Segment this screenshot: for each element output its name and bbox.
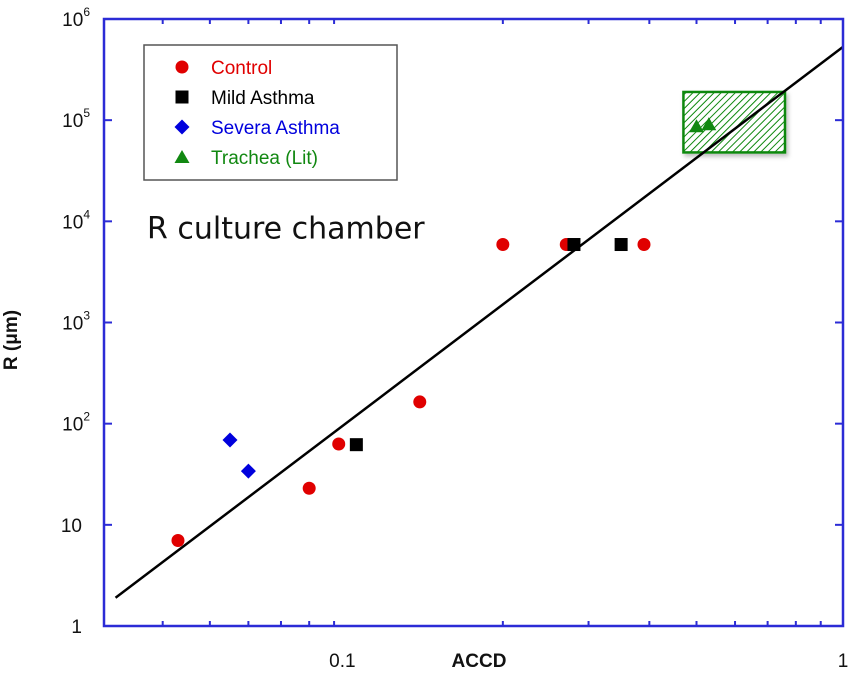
severa-asthma-point <box>222 432 238 448</box>
control-point <box>332 437 346 451</box>
trachea-range-region <box>682 90 787 154</box>
y-axis-title: R (μm) <box>1 310 22 370</box>
legend-marker-diamond-icon <box>174 119 190 135</box>
legend-label: Mild Asthma <box>211 88 315 109</box>
y-tick-label: 103 <box>62 309 90 335</box>
r-culture-chamber-annotation: R culture chamber <box>147 212 425 247</box>
y-tick-label: 1 <box>71 617 82 638</box>
severa-asthma-point <box>240 463 256 479</box>
legend-label: Trachea (Lit) <box>211 148 318 169</box>
y-axis-ticks: 1 10 102 103 104 105 106 <box>61 5 843 638</box>
mild-asthma-point <box>349 438 363 452</box>
legend-label: Severa Asthma <box>211 118 340 139</box>
x-axis-title: ACCD <box>452 651 507 672</box>
x-tick-label: 1 <box>838 651 849 672</box>
mild-asthma-point <box>567 238 581 252</box>
y-tick-label: 102 <box>62 410 90 436</box>
control-point <box>496 238 510 252</box>
legend-label: Control <box>211 58 272 79</box>
control-point <box>171 534 185 548</box>
mild-asthma-point <box>614 238 628 252</box>
plot-area <box>682 90 787 154</box>
data-points <box>171 117 717 548</box>
trachea-lit-point <box>689 119 705 133</box>
y-tick-label: 104 <box>62 207 90 233</box>
fit-line <box>114 45 844 599</box>
control-point <box>302 481 316 495</box>
legend-marker-triangle-icon <box>174 150 190 163</box>
y-tick-label: 10 <box>61 516 82 537</box>
trachea-lit-point <box>701 117 717 131</box>
control-point <box>413 395 427 409</box>
control-point <box>637 238 651 252</box>
x-tick-label: 0.1 <box>329 651 355 672</box>
y-tick-label: 105 <box>62 106 90 132</box>
y-tick-label: 106 <box>62 5 90 31</box>
legend-marker-square-icon <box>175 90 189 104</box>
legend-marker-circle-icon <box>175 60 189 74</box>
